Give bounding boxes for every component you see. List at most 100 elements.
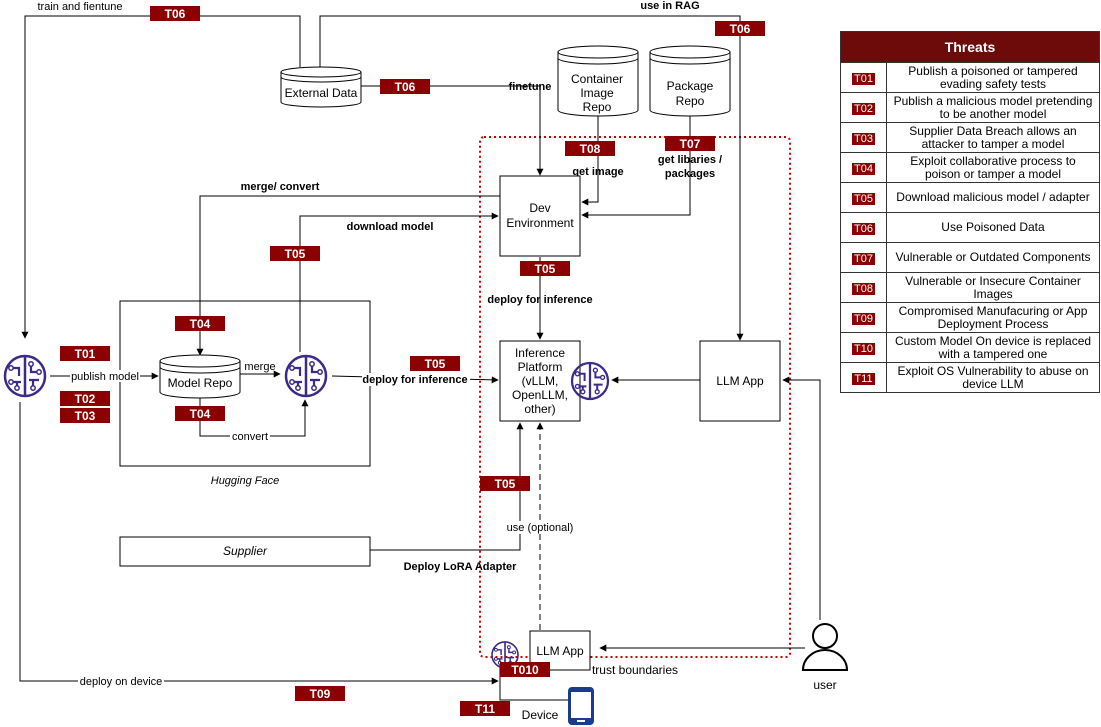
supplier-node: Supplier [119, 536, 371, 567]
inference-platform-node: Inference Platform (vLLM, OpenLLM, other… [499, 340, 581, 422]
tag-t010-text: T010 [511, 663, 539, 677]
device-llm-app-label: LLM App [536, 644, 584, 658]
edge-label-use-optional: use (optional) [507, 522, 574, 534]
tag-t04-a [175, 316, 225, 331]
threat-description: Publish a poisoned or tampered evading s… [886, 62, 1100, 93]
threat-id: T01 [852, 72, 875, 85]
tag-t04-b-text: T04 [190, 407, 211, 421]
edge-label-use-in-rag: use in RAG [640, 0, 699, 12]
threat-row: T10 Custom Model On device is replaced wi… [840, 332, 1100, 363]
threat-row: T02 Publish a malicious model pretending … [840, 92, 1100, 123]
tag-t06-c [380, 79, 430, 94]
dev-env-label-1: Dev [529, 201, 550, 215]
edge-label-get-image: get image [572, 166, 623, 178]
edge-merge-convert [196, 195, 500, 356]
tag-t11-text: T11 [475, 702, 495, 716]
container-repo-label-3: Repo [583, 100, 612, 114]
tag-t06-c-text: T06 [395, 80, 416, 94]
container-image-repo-node: Container Image Repo [557, 45, 639, 117]
edge-label-deploy-inference-2: deploy for inference [362, 374, 467, 386]
threat-id: T10 [852, 342, 875, 355]
inference-label-2: Platform [518, 360, 563, 374]
tag-t04-b [175, 406, 225, 421]
tag-t06-a-text: T06 [165, 7, 186, 21]
threat-id: T09 [852, 312, 875, 325]
inference-label-1: Inference [515, 346, 565, 360]
tag-t05-a [270, 246, 320, 261]
threat-row: T09 Compromised Manufacuring or App Deplo… [840, 302, 1100, 333]
tag-t02-text: T02 [75, 392, 96, 406]
tag-t03-text: T03 [75, 409, 96, 423]
threat-description: Vulnerable or Insecure Container Images [886, 272, 1100, 303]
threat-row: T06 Use Poisoned Data [840, 212, 1100, 243]
llm-app-node: LLM App [699, 340, 781, 422]
user-label: user [813, 678, 836, 692]
edge-label-merge-convert: merge/ convert [241, 181, 320, 193]
threat-row: T08 Vulnerable or Insecure Container Imag… [840, 272, 1100, 303]
threat-description: Download malicious model / adapter [886, 182, 1100, 213]
trust-boundary [479, 136, 791, 658]
threat-row: T07 Vulnerable or Outdated Components [840, 242, 1100, 273]
threat-description: Custom Model On device is replaced with … [886, 332, 1100, 363]
threat-id: T11 [852, 372, 875, 385]
package-repo-node: Package Repo [649, 45, 731, 117]
edge-deploy-lora [370, 422, 524, 551]
trust-boundaries-label: trust boundaries [592, 663, 678, 677]
package-repo-label-2: Repo [676, 94, 705, 108]
container-repo-label-2: Image [580, 86, 614, 100]
threat-id: T08 [852, 282, 875, 295]
hugging-face-label: Hugging Face [211, 475, 280, 487]
threat-description: Vulnerable or Outdated Components [886, 242, 1100, 273]
tag-t010 [500, 662, 550, 677]
phone-icon [568, 687, 594, 725]
dev-environment-node: Dev Environment [499, 175, 581, 257]
tag-t08-text: T08 [580, 142, 601, 156]
edge-label-train-finetune: train and fientune [37, 1, 122, 13]
threat-id: T07 [852, 252, 875, 265]
edge-get-image [581, 116, 599, 206]
threat-description: Publish a malicious model pretending to … [886, 92, 1100, 123]
edge-download-model [299, 212, 499, 352]
external-data-label: External Data [285, 86, 358, 100]
huggingface-ai-icon [284, 354, 328, 398]
dev-env-label-2: Environment [506, 216, 574, 230]
tag-t07-text: T07 [680, 137, 701, 151]
edge-finetune [360, 85, 544, 176]
llm-app-label: LLM App [716, 374, 764, 388]
threats-table: Threats T01 Publish a poisoned or tampere… [840, 31, 1100, 393]
edge-deploy-on-device [19, 402, 499, 685]
edge-label-deploy-on-device: deploy on device [80, 676, 163, 688]
edge-label-publish-model: publish model [71, 371, 139, 383]
threat-description: Use Poisoned Data [886, 212, 1100, 243]
edge-label-deploy-lora: Deploy LoRA Adapter [404, 561, 518, 573]
threats-table-title: Threats [840, 31, 1100, 63]
tag-t01-text: T01 [75, 347, 96, 361]
threat-description: Compromised Manufacuring or App Deployme… [886, 302, 1100, 333]
tag-t07 [665, 136, 715, 151]
threat-row: T04 Exploit collaborative process to pois… [840, 152, 1100, 183]
model-repo-label: Model Repo [168, 376, 233, 390]
edge-label-merge: merge [244, 361, 275, 373]
threat-id: T02 [852, 102, 875, 115]
threat-row: T05 Download malicious model / adapter [840, 182, 1100, 213]
threat-description: Exploit collaborative process to poison … [886, 152, 1100, 183]
threat-id: T04 [852, 162, 875, 175]
tag-t09-text: T09 [310, 687, 331, 701]
tag-t08 [565, 141, 615, 156]
threat-id: T05 [852, 192, 875, 205]
inference-label-3: (vLLM, [522, 374, 559, 388]
threat-description: Supplier Data Breach allows an attacker … [886, 122, 1100, 153]
tag-t05-c [410, 356, 460, 371]
threat-row: T01 Publish a poisoned or tampered evadin… [840, 62, 1100, 93]
edge-train-finetune [21, 15, 301, 339]
publisher-ai-icon [3, 354, 47, 398]
model-repo-node: Model Repo [159, 354, 241, 399]
edge-label-download-model: download model [347, 221, 434, 233]
edge-label-convert: convert [232, 431, 268, 443]
threat-id: T06 [852, 222, 875, 235]
edge-label-deploy-inference-1: deploy for inference [487, 294, 592, 306]
user-icon [801, 623, 849, 671]
